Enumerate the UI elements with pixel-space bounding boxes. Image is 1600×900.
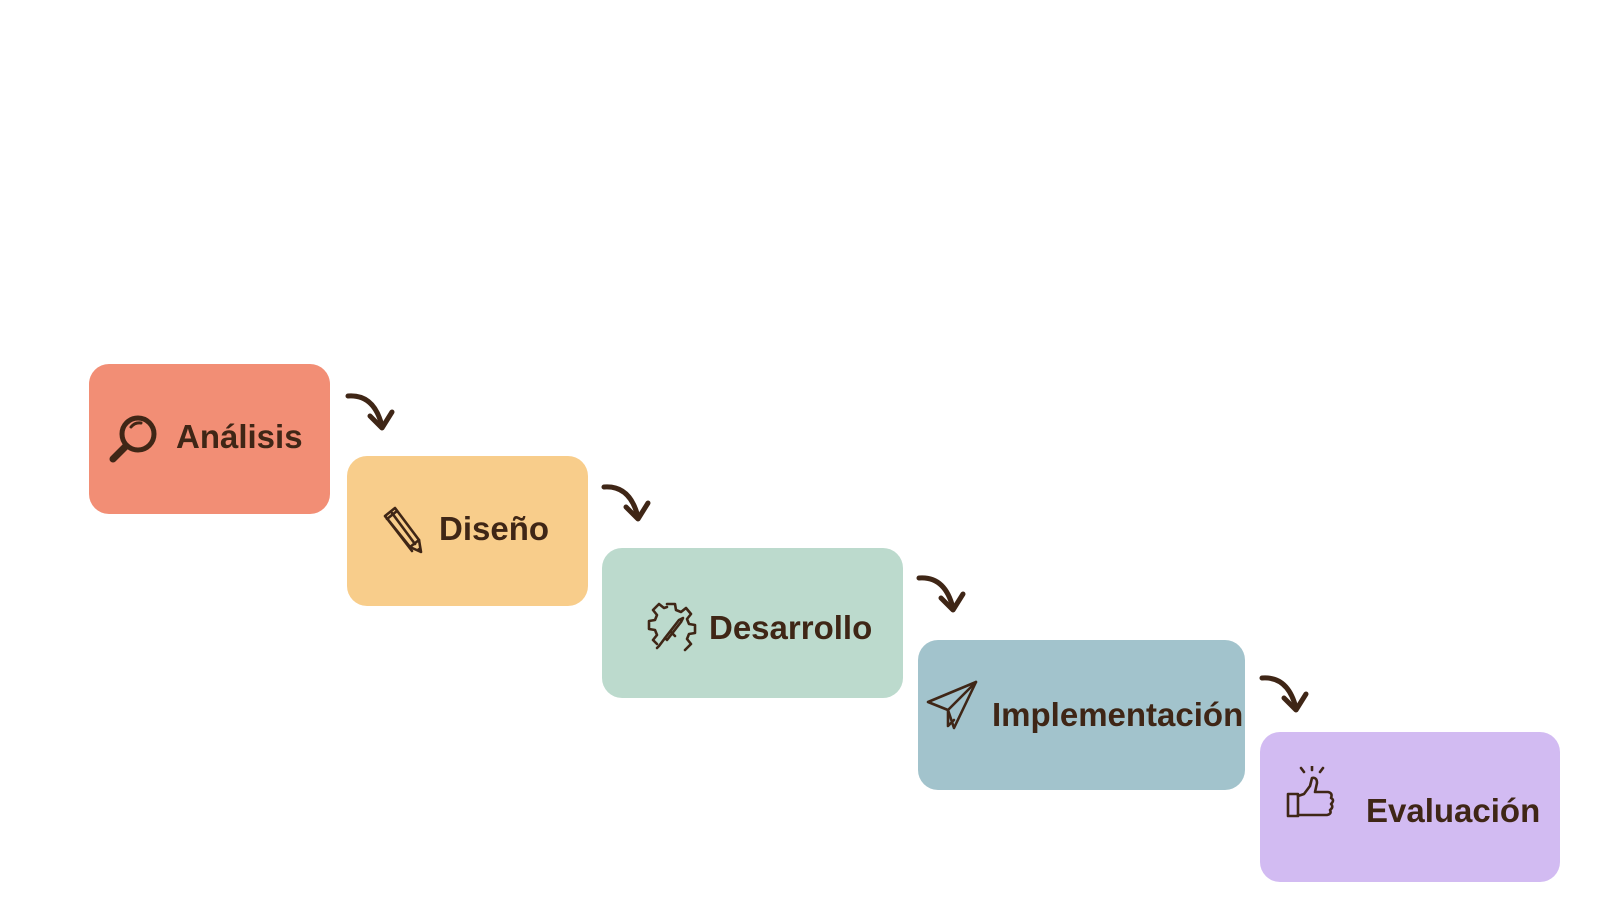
step-label: Implementación: [992, 696, 1244, 733]
magnifier-icon: [107, 412, 161, 466]
step-evaluacion: Evaluación: [1260, 732, 1560, 882]
arrow-icon: [916, 575, 966, 613]
arrow-icon: [1259, 675, 1309, 713]
step-diseno: Diseño: [347, 456, 588, 606]
arrow-icon: [345, 393, 395, 431]
thumbs-up-icon: [1284, 766, 1340, 822]
step-desarrollo: Desarrollo: [602, 548, 903, 698]
pencil-icon: [379, 502, 427, 556]
step-implementacion: Implementación: [918, 640, 1245, 790]
step-label: Diseño: [439, 510, 550, 547]
paper-plane-icon: [924, 678, 980, 734]
gear-rocket-icon: [645, 600, 697, 652]
step-label: Evaluación: [1366, 792, 1541, 829]
step-analisis: Análisis: [89, 364, 330, 514]
step-label: Análisis: [176, 418, 303, 455]
step-label: Desarrollo: [709, 609, 873, 646]
arrow-icon: [601, 484, 651, 522]
